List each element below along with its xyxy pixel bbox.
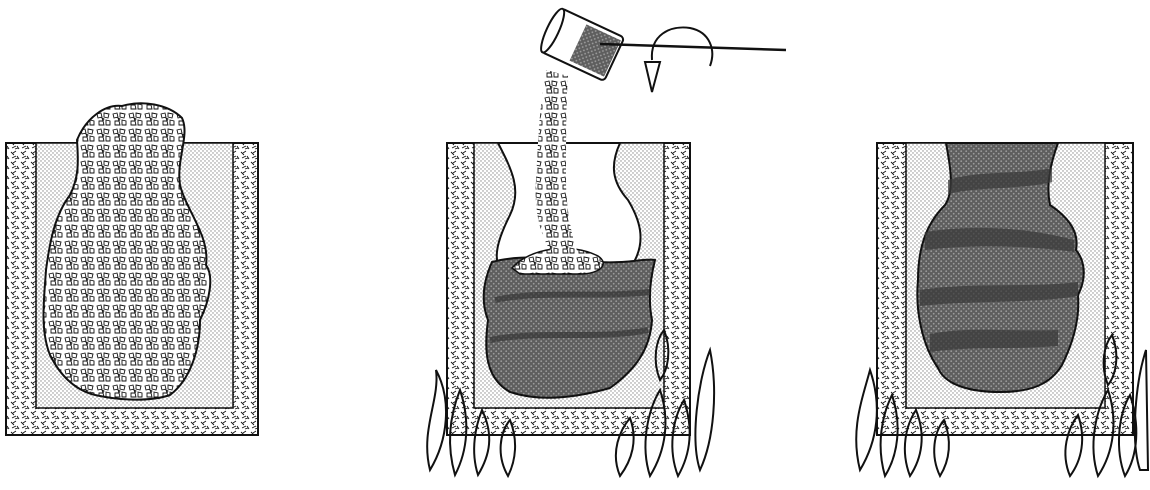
panel-2-crucible <box>447 143 690 435</box>
flame-icon <box>695 350 714 470</box>
panel-1-crucible <box>6 103 258 435</box>
flame-icon <box>856 370 877 470</box>
handle-rod <box>600 44 786 50</box>
panel-3-crucible <box>877 143 1133 435</box>
arrowhead-icon <box>645 62 660 92</box>
flame-icon <box>427 370 446 470</box>
rotation-handle <box>600 27 786 92</box>
flame-icon <box>1135 350 1148 470</box>
